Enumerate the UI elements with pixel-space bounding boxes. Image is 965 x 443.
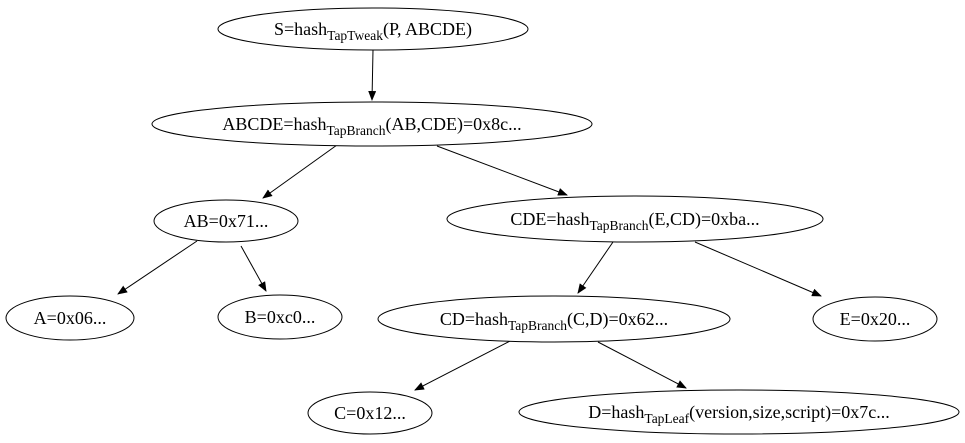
node-ellipse-AB	[153, 199, 299, 243]
edge-CDE-CD	[577, 241, 614, 294]
node-label-CDE: CDE=hashTapBranch(E,CD)=0xba...	[510, 209, 759, 233]
node-E: E=0x20...	[812, 296, 938, 342]
edge-CD-C	[414, 340, 511, 391]
node-CD: CD=hashTapBranch(C,D)=0x62...	[377, 295, 731, 343]
node-ellipse-C	[307, 391, 433, 435]
node-ellipse-D	[518, 389, 960, 435]
node-AB: AB=0x71...	[153, 199, 299, 243]
node-label-ABCDE: ABCDE=hashTapBranch(AB,CDE)=0x8c...	[222, 114, 521, 138]
node-label-B: B=0xc0...	[245, 307, 316, 327]
node-label-E: E=0x20...	[840, 309, 911, 329]
node-label-CD: CD=hashTapBranch(C,D)=0x62...	[440, 309, 668, 333]
node-label-A: A=0x06...	[34, 308, 107, 328]
edge-AB-B	[240, 245, 267, 292]
node-ellipse-ABCDE	[151, 101, 593, 147]
node-B: B=0xc0...	[217, 294, 343, 340]
edge-AB-A	[117, 240, 198, 295]
node-ellipse-CD	[377, 295, 731, 343]
node-ABCDE: ABCDE=hashTapBranch(AB,CDE)=0x8c...	[151, 101, 593, 147]
node-ellipse-B	[217, 294, 343, 340]
edges-layer	[117, 49, 822, 391]
node-ellipse-E	[812, 296, 938, 342]
edge-CDE-E	[694, 241, 822, 297]
node-D: D=hashTapLeaf(version,size,script)=0x7c.…	[518, 389, 960, 435]
node-label-AB: AB=0x71...	[184, 211, 269, 231]
nodes-layer: S=hashTapTweak(P, ABCDE) ABCDE=hashTapBra…	[5, 7, 960, 435]
edge-ABCDE-CDE	[436, 145, 568, 196]
node-A: A=0x06...	[5, 295, 135, 341]
node-CDE: CDE=hashTapBranch(E,CD)=0xba...	[446, 195, 824, 243]
node-C: C=0x12...	[307, 391, 433, 435]
edge-CD-D	[597, 341, 687, 389]
edge-S-ABCDE	[368, 49, 377, 101]
node-label-D: D=hashTapLeaf(version,size,script)=0x7c.…	[588, 402, 890, 426]
node-ellipse-A	[5, 295, 135, 341]
edge-ABCDE-AB	[262, 144, 338, 199]
node-label-C: C=0x12...	[334, 403, 406, 423]
node-S: S=hashTapTweak(P, ABCDE)	[217, 7, 529, 51]
node-ellipse-CDE	[446, 195, 824, 243]
node-ellipse-S	[217, 7, 529, 51]
node-label-S: S=hashTapTweak(P, ABCDE)	[274, 19, 472, 43]
